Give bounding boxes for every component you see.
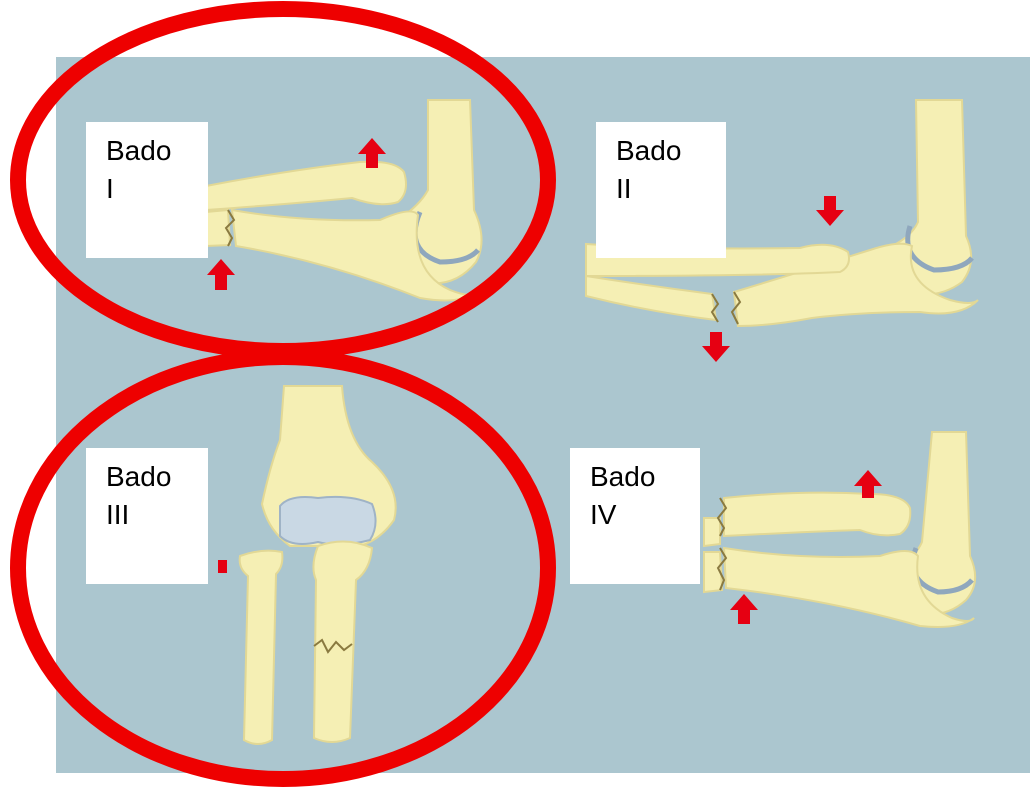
radius-proximal (724, 493, 910, 536)
label-bado-2: Bado II (596, 122, 726, 258)
label-bado-3: Bado III (86, 448, 208, 584)
label-line-2: IV (590, 496, 700, 534)
label-line-1: Bado (106, 132, 208, 170)
cartilage (280, 497, 376, 545)
label-line-1: Bado (106, 458, 208, 496)
label-line-1: Bado (590, 458, 700, 496)
radius-distal (704, 518, 720, 546)
label-line-1: Bado (616, 132, 726, 170)
arrow-lateral (218, 560, 227, 573)
label-bado-4: Bado IV (570, 448, 700, 584)
label-line-2: II (616, 170, 726, 208)
label-line-2: III (106, 496, 208, 534)
label-bado-1: Bado I (86, 122, 208, 258)
label-line-2: I (106, 170, 208, 208)
